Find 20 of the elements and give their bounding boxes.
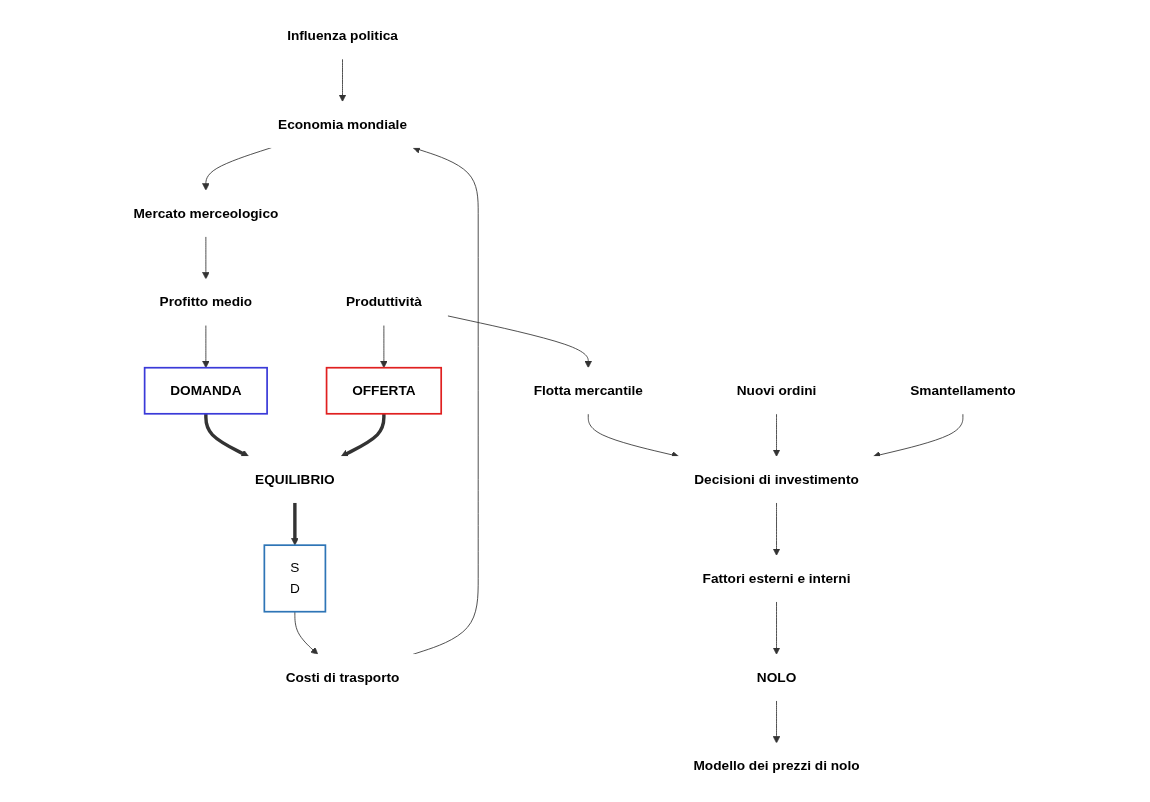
arrow <box>291 502 300 546</box>
node-text: Economia mondiale <box>278 116 408 132</box>
node-text: Modello dei prezzi di nolo <box>693 758 861 773</box>
node-text: Mercato merceologico <box>133 205 279 221</box>
node-text: Flotta mercantile <box>534 383 644 398</box>
node-box: OFFERTA <box>326 366 443 415</box>
node-text: Produttività <box>346 294 423 309</box>
node-box: DOMANDA <box>144 366 269 415</box>
arrow <box>341 413 387 457</box>
node-box: S D <box>263 544 327 613</box>
node-text: Profitto medio <box>160 294 253 309</box>
node-text: Decisioni di investimento <box>694 471 860 487</box>
node-text: EQUILIBRIO <box>255 471 336 487</box>
node-text: Costi di trasporto <box>286 669 400 685</box>
node-text: NOLO <box>757 669 797 685</box>
node-text: Smantellamento <box>910 383 1017 398</box>
node-text: Influenza politica <box>287 28 399 43</box>
arrow <box>204 413 250 457</box>
node-text: Fattori esterni e interni <box>703 570 851 586</box>
node-text: Nuovi ordini <box>737 383 817 398</box>
